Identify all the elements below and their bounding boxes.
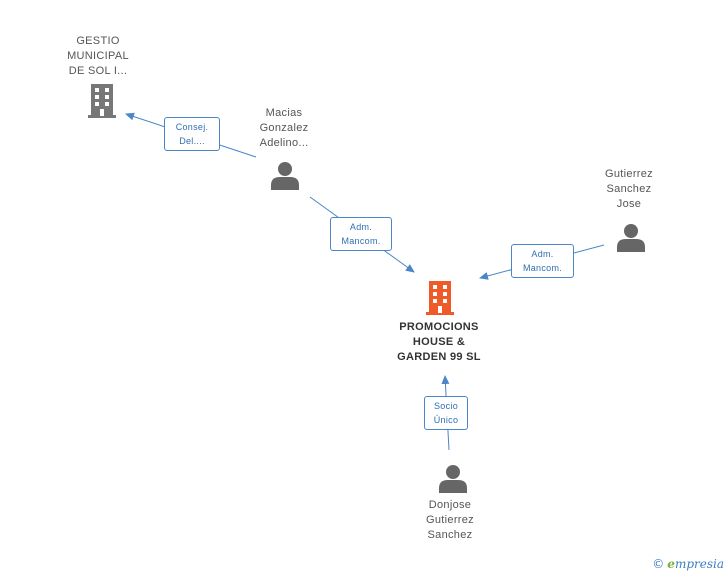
node-label-line: Gonzalez [259, 122, 309, 134]
edge-label-line: Del.... [179, 136, 205, 146]
node-label-line: Jose [616, 198, 642, 210]
edge-label-socio[interactable]: Socio Único [424, 396, 468, 430]
node-label-main-company[interactable]: PROMOCIONS HOUSE & GARDEN 99 SL [382, 320, 496, 365]
node-label-line: Sanchez [427, 529, 473, 541]
edge-label-line: Mancom. [341, 236, 381, 246]
edge-label-line: Mancom. [522, 263, 563, 273]
edge-label-line: Socio [433, 401, 458, 411]
node-label-line: Donjose [428, 499, 472, 511]
node-label-gestio[interactable]: GESTIO MUNICIPAL DE SOL I... [50, 34, 146, 79]
node-label-line: Adelino... [259, 137, 309, 149]
node-label-macias[interactable]: Macias Gonzalez Adelino... [236, 106, 332, 151]
brand-logo[interactable]: ©empresia [652, 557, 724, 571]
building-icon[interactable] [424, 281, 456, 315]
node-label-line: HOUSE & [412, 336, 466, 348]
brand-name: mpresia [674, 557, 724, 571]
person-icon[interactable] [270, 160, 300, 190]
edge-label-adm-macias[interactable]: Adm. Mancom. [330, 217, 392, 251]
edge-label-line: Adm. [349, 222, 373, 232]
edge-label-line: Consej. [175, 122, 209, 132]
node-label-line: GARDEN 99 SL [397, 351, 481, 363]
edge-label-consej[interactable]: Consej. Del.... [164, 117, 220, 151]
node-label-donjose[interactable]: Donjose Gutierrez Sanchez [402, 498, 498, 543]
node-label-line: Gutierrez [605, 168, 653, 180]
node-label-line: Macias [265, 107, 303, 119]
node-label-line: Sanchez [606, 183, 652, 195]
person-icon[interactable] [438, 463, 468, 493]
edge-label-line: Adm. [531, 249, 554, 259]
building-icon[interactable] [86, 84, 118, 118]
node-label-gutierrez-jose[interactable]: Gutierrez Sanchez Jose [581, 167, 677, 212]
node-label-line: GESTIO [76, 35, 120, 47]
node-label-line: PROMOCIONS [399, 321, 479, 333]
node-label-line: MUNICIPAL [67, 50, 129, 62]
edge-label-line: Único [433, 415, 459, 425]
copyright-symbol: © [652, 557, 665, 571]
node-label-line: DE SOL I... [68, 65, 128, 77]
edge-label-adm-gutierrez[interactable]: Adm. Mancom. [511, 244, 574, 278]
brand-initial: e [667, 557, 675, 571]
person-icon[interactable] [616, 222, 646, 252]
node-label-line: Gutierrez [426, 514, 474, 526]
